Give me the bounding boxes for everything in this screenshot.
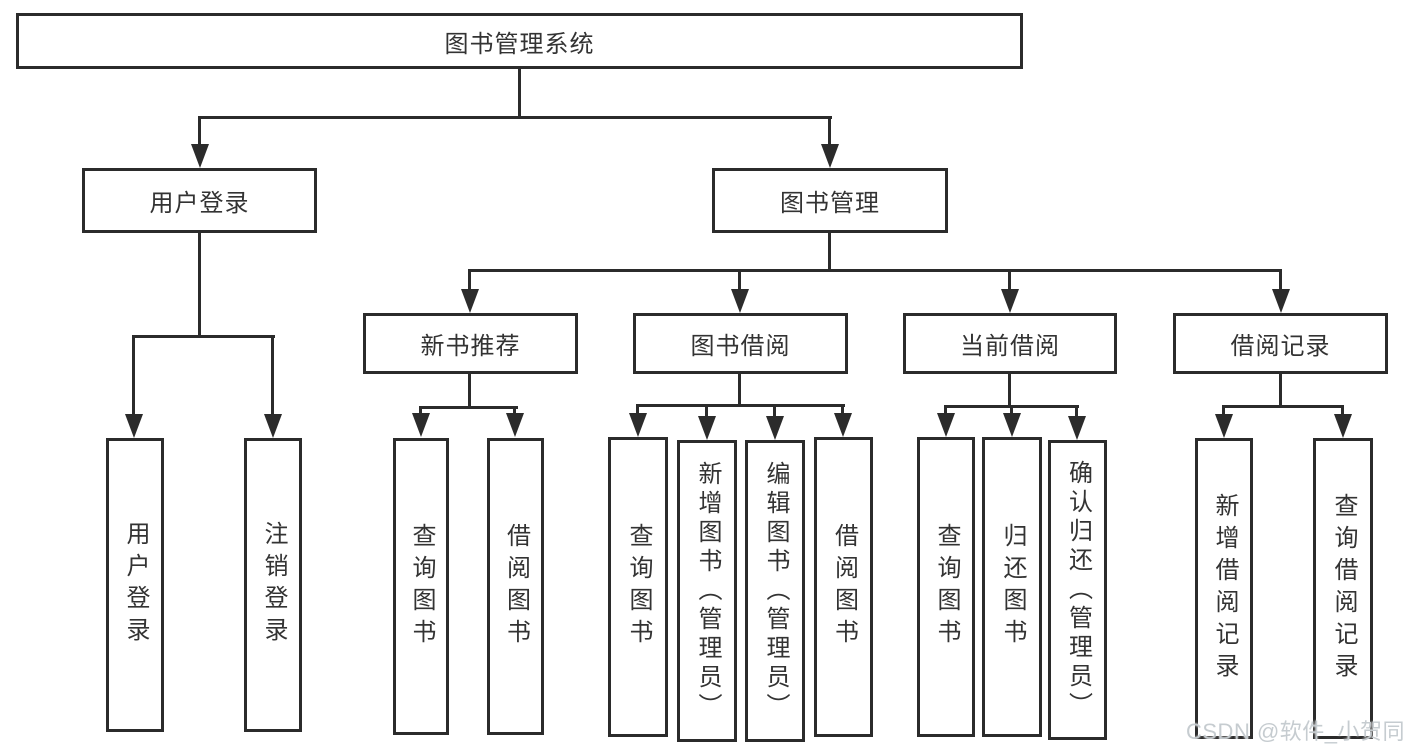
arrowhead-down [1003, 413, 1021, 437]
arrowhead-down [461, 289, 479, 313]
arrowhead-down [629, 413, 647, 437]
connector-line [1279, 374, 1282, 408]
node-book-management: 图书管理 [712, 168, 948, 233]
node-label: 当前借阅 [960, 333, 1060, 360]
node-current-borrow: 当前借阅 [903, 313, 1117, 374]
arrowhead-down [834, 413, 852, 437]
arrowhead-down [191, 144, 209, 168]
node-label: 查询借阅记录 [1330, 492, 1357, 685]
connector-line [636, 404, 845, 407]
connector-line [738, 374, 741, 407]
leaf-bb-add-books-admin: 新增图书（管理员） [677, 440, 737, 742]
connector-line [1222, 405, 1225, 417]
node-label: 借阅记录 [1230, 333, 1331, 360]
connector-line [828, 233, 831, 272]
connector-line [1341, 405, 1344, 417]
leaf-br-add-record: 新增借阅记录 [1195, 438, 1253, 739]
arrowhead-down [731, 289, 749, 313]
connector-line [132, 335, 275, 338]
leaf-bb-borrow-books: 借阅图书 [814, 437, 873, 737]
node-label: 查询图书 [625, 523, 652, 651]
leaf-br-query-record: 查询借阅记录 [1313, 438, 1373, 739]
connector-line [1279, 269, 1282, 293]
arrowhead-down [698, 416, 716, 440]
connector-line [636, 404, 639, 416]
node-label: 用户登录 [122, 521, 149, 649]
node-label: 查询图书 [408, 522, 435, 651]
connector-line [828, 116, 831, 150]
connector-line [773, 404, 776, 418]
node-label: 借阅图书 [502, 522, 530, 651]
node-label: 确认归还（管理员） [1064, 459, 1092, 721]
node-label: 编辑图书（管理员） [762, 460, 789, 722]
node-book-borrow: 图书借阅 [633, 313, 848, 374]
leaf-cb-confirm-return-admin: 确认归还（管理员） [1048, 440, 1107, 740]
arrowhead-down [264, 414, 282, 438]
node-label: 用户登录 [149, 190, 250, 217]
node-label: 查询图书 [933, 523, 960, 651]
connector-line [705, 404, 708, 418]
leaf-bb-edit-books-admin: 编辑图书（管理员） [745, 440, 805, 742]
leaf-cb-return-books: 归还图书 [982, 437, 1042, 737]
arrowhead-down [937, 413, 955, 437]
arrowhead-down [766, 416, 784, 440]
connector-line [198, 116, 201, 150]
node-label: 图书管理系统 [444, 30, 595, 58]
node-new-book-recommend: 新书推荐 [363, 313, 578, 374]
arrowhead-down [412, 413, 430, 437]
connector-line [198, 116, 832, 119]
node-label: 注销登录 [260, 521, 287, 649]
connector-line [132, 335, 135, 418]
connector-line [1222, 405, 1344, 408]
connector-line [419, 406, 518, 409]
connector-line [738, 269, 741, 293]
arrowhead-down [1334, 414, 1352, 438]
node-label: 图书借阅 [690, 333, 791, 360]
node-label: 新书推荐 [420, 333, 521, 360]
node-user-login: 用户登录 [82, 168, 317, 233]
connector-line [1010, 405, 1013, 417]
connector-line [1075, 405, 1078, 419]
leaf-cb-query-books: 查询图书 [917, 437, 975, 737]
node-label: 新增借阅记录 [1211, 492, 1238, 685]
leaf-bb-query-books: 查询图书 [608, 437, 668, 737]
arrowhead-down [821, 144, 839, 168]
connector-line [1008, 269, 1011, 293]
arrowhead-down [506, 413, 524, 437]
watermark: CSDN @软件_小贺同学 [1186, 719, 1405, 744]
connector-line [944, 405, 947, 417]
arrowhead-down [1272, 289, 1290, 313]
arrowhead-down [1068, 416, 1086, 440]
connector-line [1008, 374, 1011, 408]
node-label: 新增图书（管理员） [694, 460, 721, 722]
leaf-nb-borrow-books: 借阅图书 [487, 438, 544, 735]
node-borrow-records: 借阅记录 [1173, 313, 1388, 374]
connector-line [198, 233, 201, 338]
node-label: 归还图书 [999, 523, 1026, 651]
connector-line [468, 269, 1282, 272]
node-library-system: 图书管理系统 [16, 13, 1023, 69]
leaf-logout: 注销登录 [244, 438, 302, 732]
connector-line [841, 404, 844, 416]
node-label: 借阅图书 [830, 523, 858, 651]
leaf-nb-query-books: 查询图书 [393, 438, 449, 735]
connector-line [513, 406, 516, 418]
arrowhead-down [1001, 289, 1019, 313]
leaf-user-login: 用户登录 [106, 438, 164, 732]
connector-line [518, 69, 521, 118]
node-label: 图书管理 [780, 190, 880, 217]
arrowhead-down [1215, 414, 1233, 438]
arrowhead-down [125, 414, 143, 438]
connector-line [271, 335, 274, 418]
connector-line [468, 374, 471, 409]
connector-line [419, 406, 422, 418]
connector-line [468, 269, 471, 293]
